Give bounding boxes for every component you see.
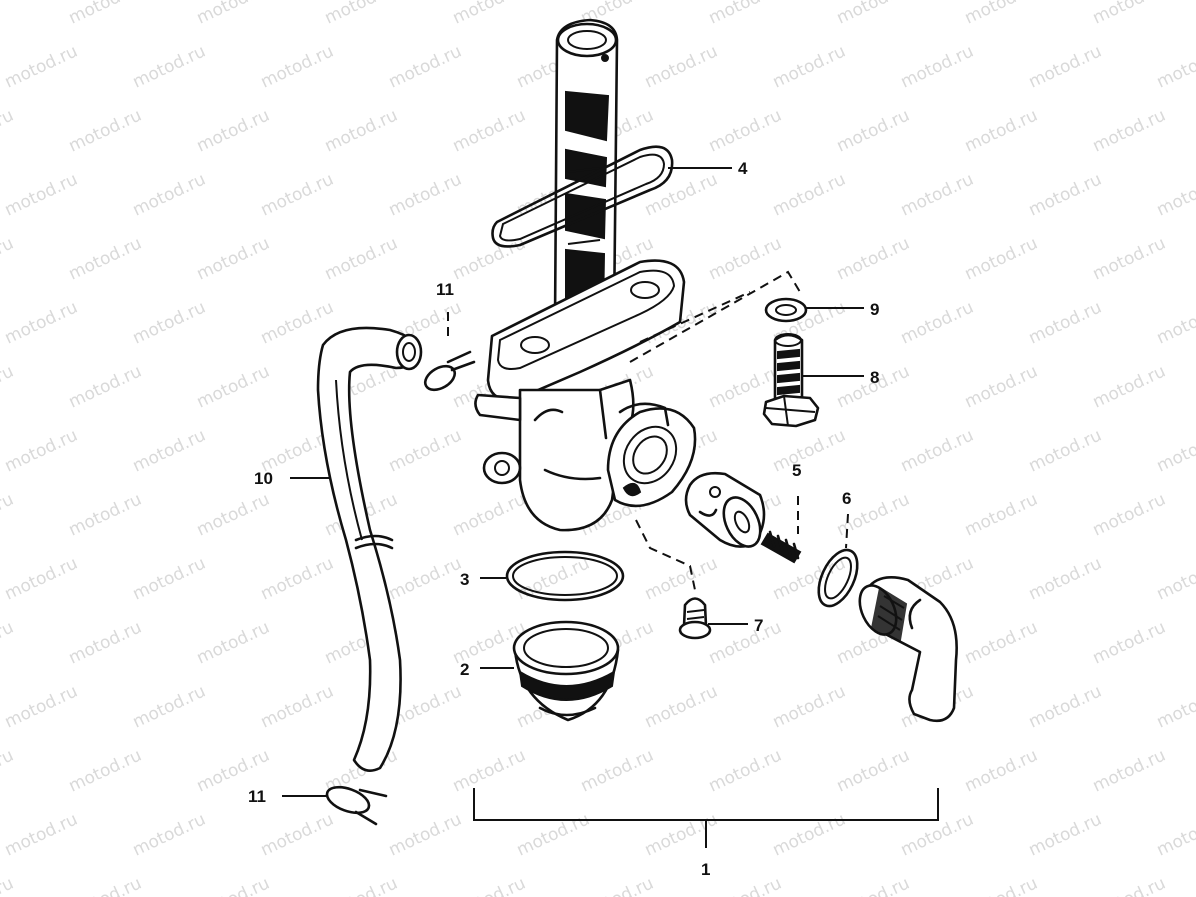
dashed-line-bolt-2 [639, 291, 751, 343]
bolt-8 [762, 333, 820, 428]
screw-7 [678, 597, 712, 640]
assembly-bracket [473, 788, 939, 848]
clip-11-bottom [325, 785, 388, 826]
washer-6 [817, 548, 859, 608]
dashed-line-screw [635, 519, 696, 591]
callout-10: 10 [254, 469, 273, 488]
elbow-fitting [858, 576, 958, 723]
strainer-bowl [512, 620, 620, 722]
dashed-line-washer [845, 513, 849, 549]
fuel-hose [316, 326, 423, 772]
callout-1: 1 [701, 860, 710, 879]
o-ring-4 [491, 145, 674, 248]
callout-2: 2 [460, 660, 469, 679]
callout-6: 6 [842, 489, 851, 508]
callout-11-bottom: 11 [248, 787, 266, 806]
valve-plug [684, 471, 766, 548]
clip-11-top [423, 350, 476, 392]
callout-3: 3 [460, 570, 469, 589]
callout-9: 9 [870, 300, 879, 319]
o-ring-3 [505, 550, 625, 602]
dashed-line-bolt [629, 270, 801, 363]
callout-8: 8 [870, 368, 879, 387]
valve-body [474, 259, 697, 532]
callout-11-top: 11 [436, 280, 454, 299]
spring-5 [760, 530, 802, 564]
washer-9 [764, 297, 808, 323]
callout-5: 5 [792, 461, 801, 480]
callout-4: 4 [738, 159, 748, 178]
callout-7: 7 [754, 616, 763, 635]
